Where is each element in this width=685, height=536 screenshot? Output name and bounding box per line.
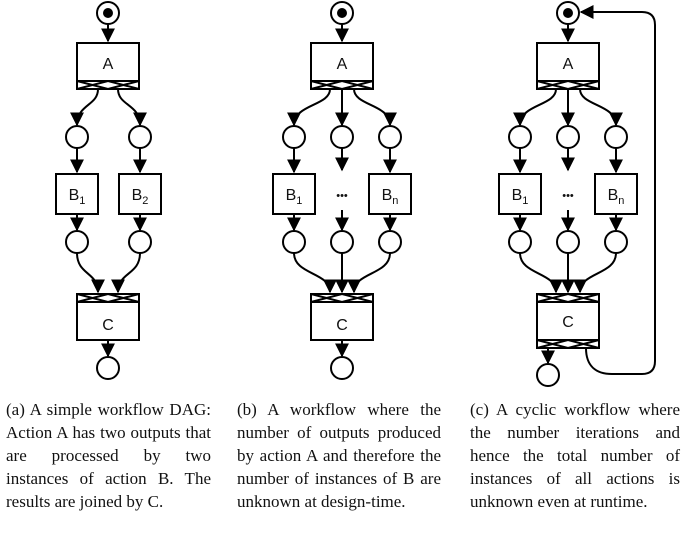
end-place [330, 356, 354, 380]
action-a-label: A [103, 56, 114, 73]
action-bn-box [594, 173, 638, 215]
start-token [103, 8, 113, 18]
arc-a-p2 [117, 88, 147, 127]
arc-p-c1 [519, 252, 563, 294]
arc-a-p1 [513, 88, 557, 127]
place [65, 230, 89, 254]
arc-p-c3 [347, 252, 391, 294]
action-b1-label: B1 [286, 187, 303, 207]
ellipsis-label: ••• [562, 190, 574, 202]
caption-a: (a) A simple workflow DAG: Action A has … [6, 400, 211, 511]
action-c-box [76, 292, 140, 341]
arc-a-p3 [579, 88, 623, 127]
arc-p-c1 [293, 252, 337, 294]
arc-a-p3 [353, 88, 397, 127]
place [378, 125, 402, 149]
place [330, 125, 354, 149]
arc-p-c1 [76, 252, 105, 294]
start-token [563, 8, 573, 18]
ellipsis-label: ••• [336, 190, 348, 202]
place [330, 230, 354, 254]
place [508, 125, 532, 149]
feedback-loop-arc [579, 5, 656, 375]
action-b2-label: B2 [132, 187, 149, 207]
place [282, 125, 306, 149]
action-c-label: C [562, 314, 574, 331]
action-b1-box [498, 173, 542, 215]
place [508, 230, 532, 254]
place [556, 230, 580, 254]
action-b1-box [55, 173, 99, 215]
action-a-box [76, 42, 140, 91]
action-bn-label: Bn [382, 187, 399, 207]
end-place [536, 363, 560, 387]
place [128, 125, 152, 149]
arc-p-c2 [111, 252, 141, 294]
place [282, 230, 306, 254]
action-bn-label: Bn [608, 187, 625, 207]
place [65, 125, 89, 149]
diagram-a: A B1 B2 C [55, 1, 162, 380]
start-token [337, 8, 347, 18]
caption-c: (c) A cyclic workflow where the number i… [470, 400, 680, 511]
place [556, 125, 580, 149]
action-a-label: A [337, 56, 348, 73]
arc-a-p1 [287, 88, 331, 127]
action-a-label: A [563, 56, 574, 73]
arc-a-p1 [70, 88, 99, 127]
action-a-box [536, 42, 600, 91]
action-c-label: C [102, 317, 114, 334]
diagram-c: A B1 ••• Bn C [498, 1, 656, 387]
end-place [96, 356, 120, 380]
action-c-box [310, 292, 374, 341]
caption-b: (b) A workflow where the number of outpu… [237, 400, 441, 511]
place [378, 230, 402, 254]
place [128, 230, 152, 254]
place [604, 230, 628, 254]
action-c-box [536, 292, 600, 350]
arc-p-c3 [573, 252, 617, 294]
action-b2-box [118, 173, 162, 215]
diagram-b: A B1 ••• Bn C [272, 1, 412, 380]
action-b1-label: B1 [512, 187, 529, 207]
action-c-label: C [336, 317, 348, 334]
place [604, 125, 628, 149]
action-b1-label: B1 [69, 187, 86, 207]
